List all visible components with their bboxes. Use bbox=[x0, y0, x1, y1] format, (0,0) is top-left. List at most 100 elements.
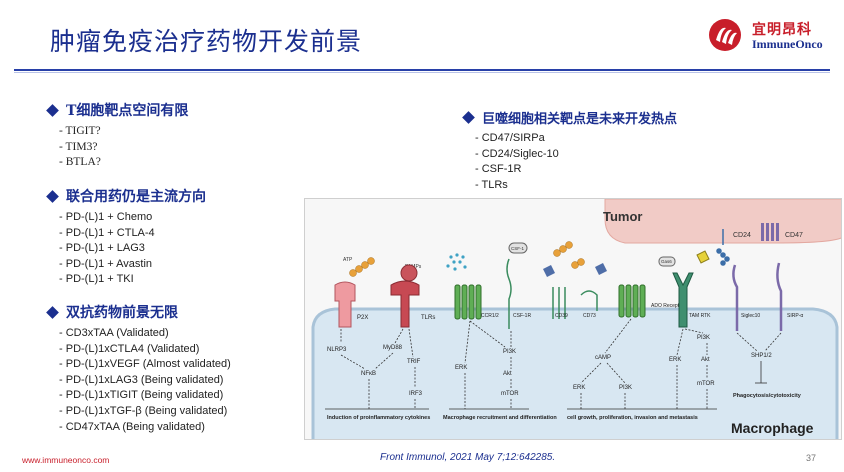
ccr-receptor bbox=[454, 284, 482, 320]
svg-text:Siglec10: Siglec10 bbox=[741, 313, 760, 319]
diamond-bullet-icon bbox=[462, 111, 475, 124]
diamond-bullet-icon bbox=[46, 103, 59, 117]
list-item: - CD3xTAA (Validated) bbox=[59, 327, 169, 339]
svg-text:cell growth, proliferation, in: cell growth, proliferation, invasion and… bbox=[567, 415, 698, 421]
section-heading: 双抗药物前景无限 bbox=[46, 302, 231, 322]
svg-text:CSF-1R: CSF-1R bbox=[513, 313, 531, 319]
list-item: - BTLA? bbox=[59, 156, 101, 169]
svg-text:NLRP3: NLRP3 bbox=[327, 347, 347, 353]
heading-text: T细胞靶点空间有限 bbox=[66, 103, 189, 119]
svg-text:NFκB: NFκB bbox=[361, 371, 376, 377]
item-list: - PD-(L)1 + Chemo - PD-(L)1 + CTLA-4 - P… bbox=[59, 210, 206, 288]
svg-text:ADO Receptor: ADO Receptor bbox=[651, 303, 684, 309]
cd47-ligand bbox=[761, 223, 779, 241]
svg-text:Macrophage recruitment and dif: Macrophage recruitment and differentiati… bbox=[443, 415, 557, 421]
logo-mark-icon bbox=[709, 19, 741, 51]
list-item: - PD-(L)1xTIGIT (Being validated) bbox=[59, 389, 224, 402]
svg-text:ERK: ERK bbox=[573, 385, 585, 391]
logo-name-en: ImmuneOnco bbox=[752, 37, 823, 51]
ado-receptor bbox=[618, 284, 646, 318]
item-list: - CD47/SIRPa - CD24/Siglec-10 - CSF-1R -… bbox=[475, 131, 677, 193]
cd73-receptor bbox=[580, 290, 598, 311]
section-combination-therapy: 联合用药仍是主流方向 - PD-(L)1 + Chemo - PD-(L)1 +… bbox=[46, 186, 206, 288]
tumor-cell-shape bbox=[604, 199, 841, 244]
svg-text:ERK: ERK bbox=[455, 365, 467, 371]
macrophage-pathway-figure: Tumor Macrophage ATP PAMPs CSF-1 Gas6 bbox=[304, 198, 842, 440]
svg-text:CD47: CD47 bbox=[785, 232, 803, 239]
title-divider bbox=[14, 69, 830, 71]
p2x-receptor: P2X bbox=[334, 281, 368, 328]
page-number: 37 bbox=[806, 453, 817, 463]
svg-text:Gas6: Gas6 bbox=[661, 259, 672, 264]
tumor-label: Tumor bbox=[603, 209, 642, 224]
svg-text:CD39: CD39 bbox=[555, 313, 568, 319]
tam-receptor bbox=[672, 272, 694, 328]
svg-text:PI3K: PI3K bbox=[697, 335, 710, 341]
macrophage-label: Macrophage bbox=[731, 420, 814, 436]
atp-ligand bbox=[349, 257, 375, 277]
list-item: - PD-(L)1 + Avastin bbox=[59, 257, 153, 270]
diamond-bullet-icon bbox=[46, 189, 59, 203]
list-item: - PD-(L)1xLAG3 (Being validated) bbox=[59, 373, 224, 386]
siglec10-receptor bbox=[732, 264, 739, 331]
section-heading: T细胞靶点空间有限 bbox=[46, 100, 188, 120]
citation: Front Immunol, 2021 May 7;12:642285. bbox=[380, 452, 556, 463]
cd39-receptor bbox=[552, 287, 566, 319]
title-divider-thin bbox=[14, 72, 830, 73]
svg-text:PI3K: PI3K bbox=[619, 385, 632, 391]
svg-text:PI3K: PI3K bbox=[503, 349, 516, 355]
amp-ligand-blue bbox=[543, 263, 607, 277]
list-item: - TIGIT? bbox=[59, 125, 101, 137]
list-item: - PD-(L)1 + Chemo bbox=[59, 211, 153, 223]
list-item: - CD47xTAA (Being validated) bbox=[59, 420, 205, 433]
item-list: - CD3xTAA (Validated) - PD-(L)1xCTLA4 (V… bbox=[59, 326, 231, 435]
heading-text: 巨噬细胞相关靶点是未来开发热点 bbox=[482, 112, 678, 127]
section-heading: 巨噬细胞相关靶点是未来开发热点 bbox=[462, 108, 677, 127]
list-item: - CD24/Siglec-10 bbox=[475, 147, 559, 160]
list-item: - PD-(L)1 + TKI bbox=[59, 273, 134, 286]
list-item: - PD-(L)1xTGF-β (Being validated) bbox=[59, 404, 228, 417]
pathway-diagram: Tumor Macrophage ATP PAMPs CSF-1 Gas6 bbox=[311, 199, 841, 439]
diamond-bullet-icon bbox=[46, 305, 59, 319]
cd24-ligand bbox=[716, 229, 730, 266]
section-macrophage-targets: 巨噬细胞相关靶点是未来开发热点 - CD47/SIRPa - CD24/Sigl… bbox=[462, 108, 677, 193]
svg-text:TAM RTK: TAM RTK bbox=[689, 313, 711, 319]
pathway-arrows bbox=[340, 318, 782, 409]
svg-text:ERK: ERK bbox=[669, 357, 681, 363]
list-item: - TIM3? bbox=[59, 140, 98, 153]
csf1-ligand bbox=[508, 242, 528, 254]
svg-text:TLRs: TLRs bbox=[421, 315, 435, 321]
slide-title: 肿瘤免疫治疗药物开发前景 bbox=[50, 27, 363, 56]
svg-text:Akt: Akt bbox=[503, 371, 512, 377]
pamp-ligand bbox=[400, 264, 418, 282]
heading-text: 双抗药物前景无限 bbox=[66, 305, 178, 321]
svg-text:CCR1/2: CCR1/2 bbox=[481, 313, 499, 319]
footer-url-link[interactable]: www.immuneonco.com bbox=[22, 455, 110, 465]
macrophage-membrane bbox=[311, 307, 839, 439]
svg-text:ATP: ATP bbox=[343, 257, 353, 263]
svg-text:cAMP: cAMP bbox=[595, 355, 611, 361]
svg-text:CD73: CD73 bbox=[583, 313, 596, 319]
heading-text: 联合用药仍是主流方向 bbox=[66, 189, 206, 205]
svg-text:TRIF: TRIF bbox=[407, 359, 421, 365]
svg-text:mTOR: mTOR bbox=[697, 381, 715, 387]
section-heading: 联合用药仍是主流方向 bbox=[46, 186, 206, 206]
section-bispecifics: 双抗药物前景无限 - CD3xTAA (Validated) - PD-(L)1… bbox=[46, 302, 231, 435]
list-item: - TLRs bbox=[475, 178, 508, 191]
adenosine-ligands bbox=[553, 241, 585, 269]
svg-text:mTOR: mTOR bbox=[501, 391, 519, 397]
list-item: - CSF-1R bbox=[475, 163, 522, 176]
ps-ligand bbox=[696, 250, 710, 264]
gas6-ligand bbox=[658, 256, 676, 267]
section-tcell-targets: T细胞靶点空间有限 - TIGIT? - TIM3? - BTLA? bbox=[46, 100, 188, 171]
svg-text:Induction of proinflammatory c: Induction of proinflammatory cytokines bbox=[327, 415, 430, 421]
svg-text:Phagocytosis/cytotoxicity: Phagocytosis/cytotoxicity bbox=[733, 393, 802, 399]
list-item: - PD-(L)1xCTLA4 (Validated) bbox=[59, 342, 200, 355]
svg-text:CSF-1: CSF-1 bbox=[511, 246, 524, 251]
list-item: - PD-(L)1xVEGF (Almost validated) bbox=[59, 358, 231, 371]
logo-name-cn: 宜明昂科 bbox=[752, 22, 812, 38]
csf1r-receptor bbox=[506, 258, 512, 329]
svg-text:CD24: CD24 bbox=[733, 232, 751, 239]
csf-dots bbox=[446, 253, 467, 271]
company-logo: 宜明昂科 ImmuneOnco bbox=[708, 16, 832, 56]
